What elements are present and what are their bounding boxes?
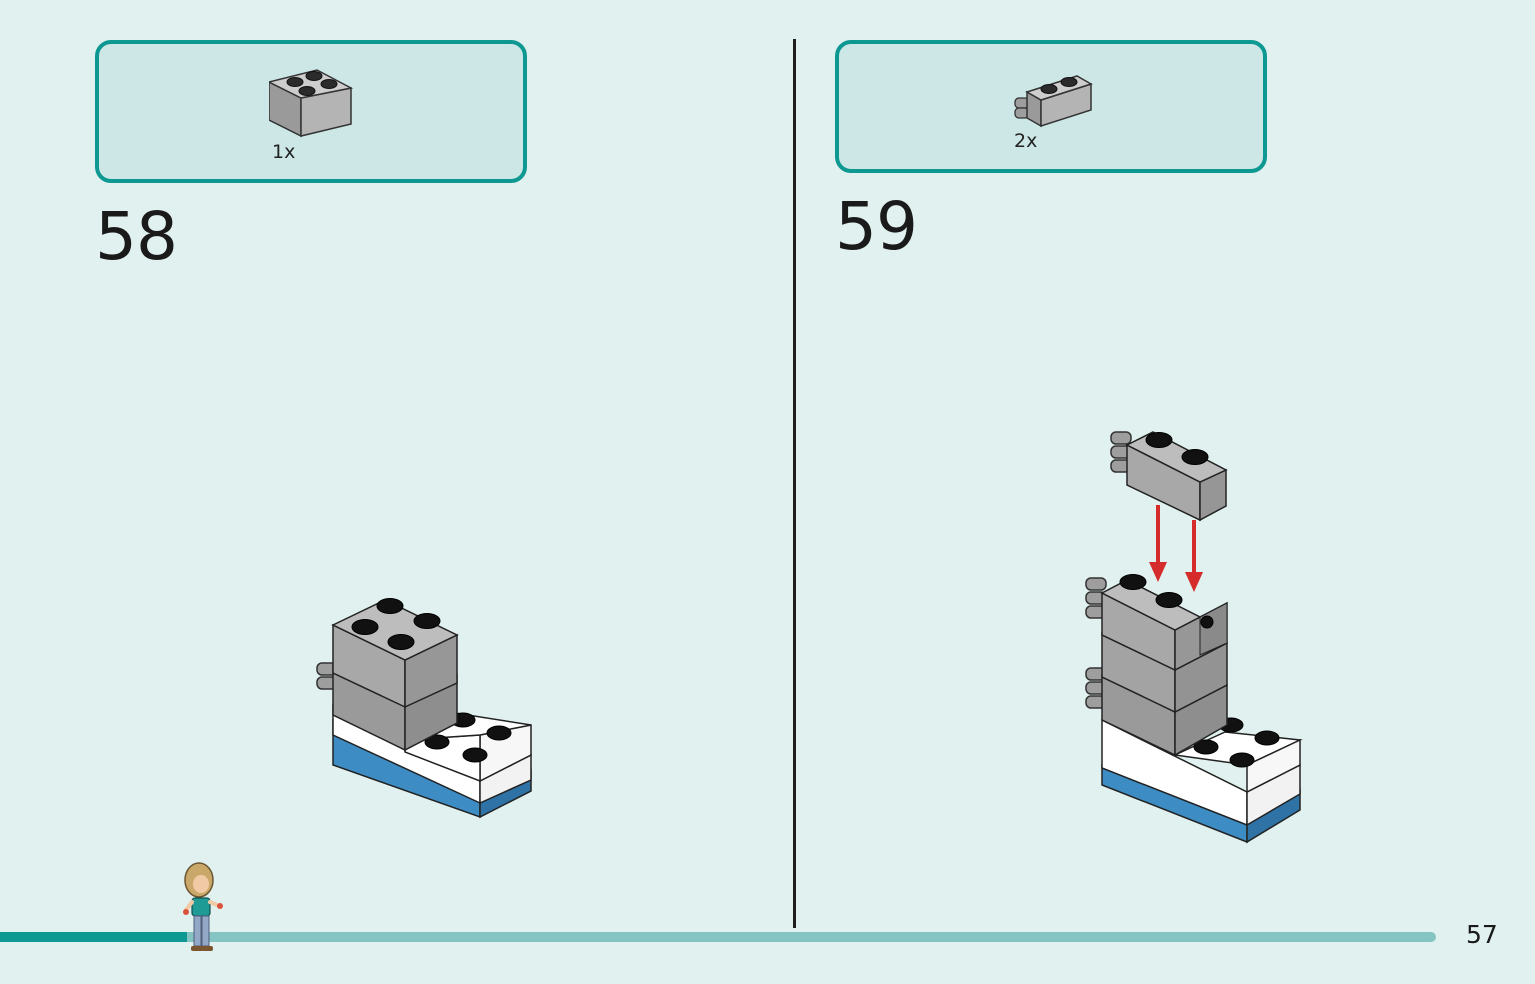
brick-2x2-gray-icon bbox=[269, 69, 354, 138]
page-divider bbox=[793, 39, 796, 928]
step-58-build-illustration bbox=[316, 598, 532, 819]
part-quantity: 1x bbox=[272, 141, 296, 163]
step-number-58: 58 bbox=[95, 198, 178, 275]
progress-fill bbox=[0, 932, 187, 942]
brick-1x2-clip-gray-icon bbox=[1014, 75, 1093, 128]
insert-arrows bbox=[1149, 505, 1203, 592]
progress-track bbox=[0, 932, 1436, 942]
character-figure-icon bbox=[183, 862, 223, 951]
step-59-build-illustration bbox=[1085, 431, 1303, 844]
page-number: 57 bbox=[1466, 920, 1498, 949]
step-59-parts-box: 2x bbox=[835, 40, 1267, 173]
step-58-parts-box: 1x bbox=[95, 40, 527, 183]
step-number-59: 59 bbox=[835, 188, 918, 265]
part-quantity: 2x bbox=[1014, 130, 1038, 152]
